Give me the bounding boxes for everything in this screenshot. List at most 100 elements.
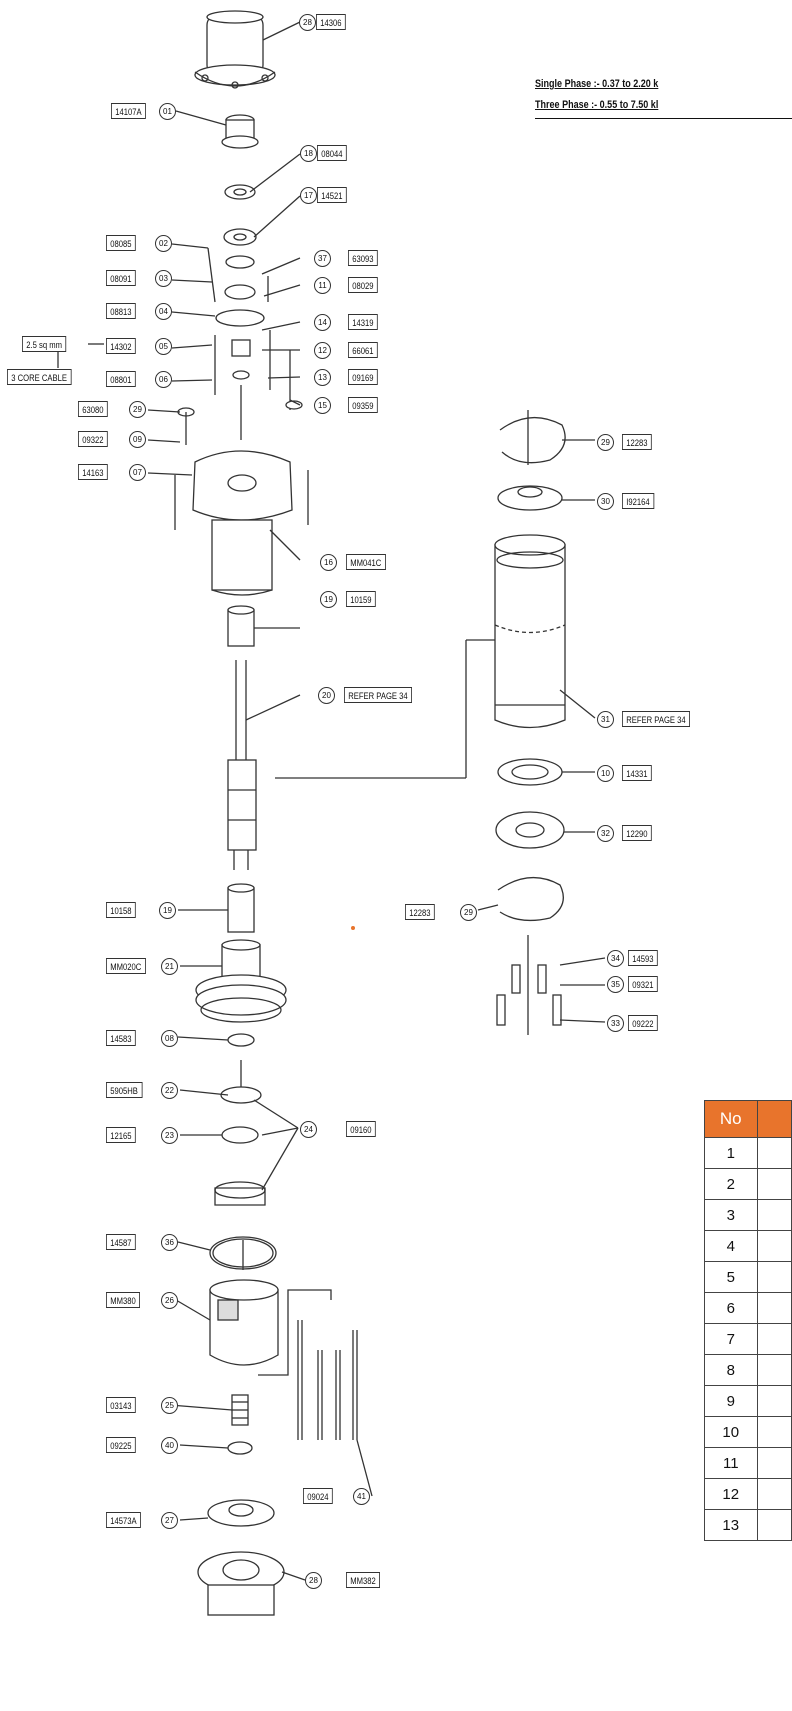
code-14521: 14521 (317, 187, 347, 203)
code-14163: 14163 (78, 464, 108, 480)
callout-30: 30 (597, 493, 614, 510)
code-14107a: 14107A (111, 103, 146, 119)
row-cell (756, 1323, 792, 1355)
callout-41: 41 (353, 1488, 370, 1505)
callout-20: 20 (318, 687, 335, 704)
code-mm041c: MM041C (346, 554, 386, 570)
code-14319: 14319 (348, 314, 378, 330)
row-no: 2 (704, 1168, 758, 1200)
table-row: 4 (704, 1230, 792, 1262)
bearing-stack-part (207, 153, 301, 327)
code-08044: 08044 (317, 145, 347, 161)
base-part (197, 1551, 306, 1616)
code-14587: 14587 (106, 1234, 136, 1250)
housing-part (175, 1279, 332, 1376)
row-no: 11 (704, 1447, 758, 1479)
callout-34: 34 (607, 950, 624, 967)
center-hub-part (177, 330, 303, 445)
row-no: 5 (704, 1261, 758, 1293)
three-phase-range: Three Phase :- 0.55 to 7.50 kl (535, 99, 659, 111)
code-63093: 63093 (348, 250, 378, 266)
code-09222: 09222 (628, 1015, 658, 1031)
callout-11: 11 (314, 277, 331, 294)
code-09322: 09322 (78, 431, 108, 447)
row-cell (756, 1385, 792, 1417)
plate-12290-part (495, 811, 595, 849)
callout-16: 16 (320, 554, 337, 571)
row-cell (756, 1199, 792, 1231)
table-row: 12 (704, 1478, 792, 1510)
table-header-row: No (704, 1100, 792, 1138)
code-12165: 12165 (106, 1127, 136, 1143)
table-row: 3 (704, 1199, 792, 1231)
row-no: 6 (704, 1292, 758, 1324)
table-row: 10 (704, 1416, 792, 1448)
callout-27: 27 (161, 1512, 178, 1529)
cable-type: 3 CORE CABLE (7, 369, 72, 385)
row-cell (756, 1261, 792, 1293)
callout-29-right-bottom: 29 (460, 904, 477, 921)
shaft-part (227, 639, 495, 870)
row-no: 12 (704, 1478, 758, 1510)
callout-04: 04 (155, 303, 172, 320)
o-ring-part (177, 1236, 277, 1270)
callout-12: 12 (314, 342, 331, 359)
code-08813: 08813 (106, 303, 136, 319)
bottom-bracket-part (180, 939, 287, 1023)
code-09225: 09225 (106, 1437, 136, 1453)
code-14331: 14331 (622, 765, 652, 781)
row-no: 1 (704, 1137, 758, 1169)
row-cell (756, 1509, 792, 1541)
row-no: 7 (704, 1323, 758, 1355)
parts-table: No 1 2 3 4 5 6 7 8 9 10 11 12 13 (704, 1100, 792, 1541)
orange-dot (351, 926, 355, 930)
code-09359: 09359 (348, 397, 378, 413)
row-no: 3 (704, 1199, 758, 1231)
row-cell (756, 1292, 792, 1324)
row-cell (756, 1168, 792, 1200)
table-row: 8 (704, 1354, 792, 1386)
row-no: 9 (704, 1385, 758, 1417)
code-14573a: 14573A (106, 1512, 141, 1528)
code-09160: 09160 (346, 1121, 376, 1137)
table-row: 2 (704, 1168, 792, 1200)
callout-37: 37 (314, 250, 331, 267)
table-header-cut (756, 1100, 792, 1138)
callout-09: 09 (129, 431, 146, 448)
row-no: 10 (704, 1416, 758, 1448)
row-cell (756, 1137, 792, 1169)
callout-21: 21 (161, 958, 178, 975)
callout-25: 25 (161, 1397, 178, 1414)
code-09169: 09169 (348, 369, 378, 385)
table-row: 13 (704, 1509, 792, 1541)
callout-29-right-top: 29 (597, 434, 614, 451)
header-underline (535, 118, 792, 119)
row-no: 8 (704, 1354, 758, 1386)
code-12283-bottom: 12283 (405, 904, 435, 920)
cable-size: 2.5 sq mm (22, 336, 67, 352)
code-66061: 66061 (348, 342, 378, 358)
table-row: 5 (704, 1261, 792, 1293)
table-row: 7 (704, 1323, 792, 1355)
bush-bottom-part (178, 883, 255, 933)
circlip-bottom-part (477, 876, 564, 922)
code-14583: 14583 (106, 1030, 136, 1046)
refer-page-34-b: REFER PAGE 34 (622, 711, 690, 727)
thrust-plate-part (497, 485, 595, 511)
table-row: 6 (704, 1292, 792, 1324)
callout-31: 31 (597, 711, 614, 728)
code-08029: 08029 (348, 277, 378, 293)
callout-07: 07 (129, 464, 146, 481)
motor-head-part (174, 450, 309, 596)
callout-35: 35 (607, 976, 624, 993)
single-phase-range: Single Phase :- 0.37 to 2.20 k (535, 78, 659, 90)
table-row: 1 (704, 1137, 792, 1169)
code-mm382: MM382 (346, 1572, 381, 1588)
row-cell (756, 1478, 792, 1510)
callout-23: 23 (161, 1127, 178, 1144)
leader-lines (57, 243, 301, 476)
code-mm020c: MM020C (106, 958, 146, 974)
table-row: 11 (704, 1447, 792, 1479)
